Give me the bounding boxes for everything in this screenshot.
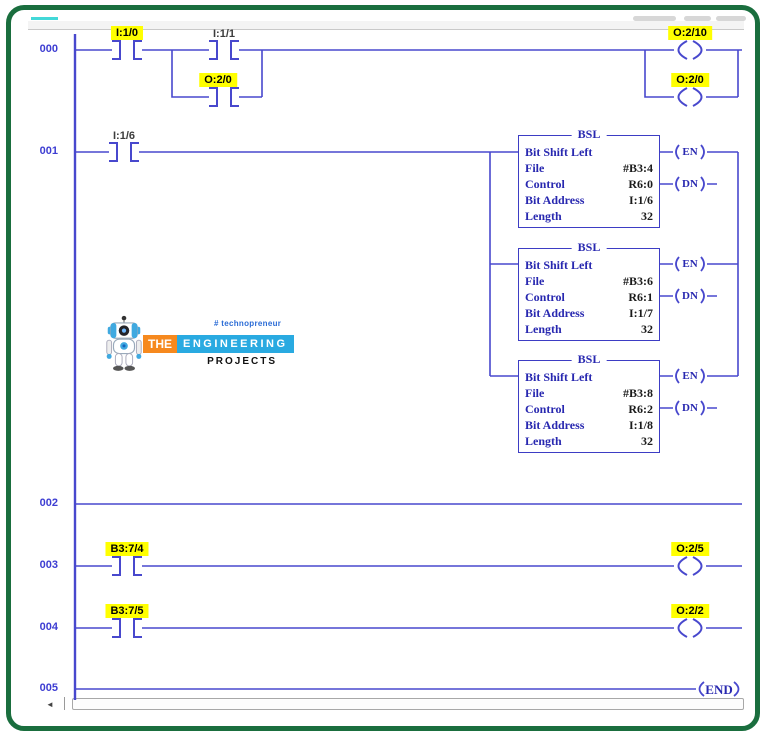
bsl3-bitaddress-value[interactable]: I:1/8 [629, 418, 653, 432]
rung-000-right-branch [644, 50, 739, 98]
bsl1-dn-coil[interactable] [675, 176, 705, 192]
rung-number-001[interactable]: 001 [39, 145, 58, 157]
bsl3-subtitle: Bit Shift Left [525, 370, 593, 384]
rung-number-003[interactable]: 003 [39, 559, 58, 571]
bsl2-title: BSL [571, 240, 607, 254]
bsl3-file-value[interactable]: #B3:8 [623, 386, 653, 400]
address-label-I1-0[interactable]: I:1/0 [110, 26, 144, 40]
bsl1-bitaddress-value[interactable]: I:1/6 [629, 193, 653, 207]
bsl1-file-value[interactable]: #B3:4 [623, 161, 653, 175]
bsl2-bitaddress-label: Bit Address [525, 306, 585, 320]
bsl-instruction-3[interactable]: BSL Bit Shift Left File #B3:8 Control R6:2… [518, 352, 660, 453]
logo-the-badge: THE [143, 335, 177, 353]
bsl2-dn-coil[interactable] [675, 288, 705, 304]
bsl2-file-value[interactable]: #B3:6 [623, 274, 653, 288]
bsl1-rows: Bit Shift Left File #B3:4 Control R6:0 Bit… [525, 144, 653, 224]
rung-000-left-branch [171, 50, 263, 98]
bsl3-control-label: Control [525, 402, 565, 416]
bsl1-length-label: Length [525, 209, 562, 223]
address-label-O2-0-coil[interactable]: O:2/0 [671, 73, 709, 87]
scrollbar-divider [64, 697, 65, 710]
bsl2-length-label: Length [525, 322, 562, 336]
bsl2-file-label: File [525, 274, 545, 288]
robot-mascot-icon [106, 315, 142, 371]
bsl-instruction-1[interactable]: BSL Bit Shift Left File #B3:4 Control R6:0… [518, 127, 660, 228]
address-label-O2-0-contact[interactable]: O:2/0 [199, 73, 237, 87]
engineering-projects-logo: # technopreneur THE ENGINEERING PROJECTS [100, 312, 294, 374]
top-scroll-strip[interactable] [28, 21, 744, 30]
bsl3-dn-label: DN [682, 402, 698, 414]
logo-engineering-badge: ENGINEERING [177, 335, 294, 353]
scroll-left-icon[interactable]: ◄ [46, 700, 54, 709]
bsl2-control-label: Control [525, 290, 565, 304]
bsl2-endn-wires [660, 263, 738, 297]
bsl2-length-value[interactable]: 32 [641, 322, 653, 336]
contact-B37-5[interactable] [112, 618, 142, 638]
bsl1-subtitle: Bit Shift Left [525, 145, 593, 159]
contact-I1-1[interactable] [209, 40, 239, 60]
coil-O2-0[interactable] [677, 87, 703, 107]
address-label-O2-5[interactable]: O:2/5 [671, 542, 709, 556]
bsl3-length-value[interactable]: 32 [641, 434, 653, 448]
bsl2-en-coil[interactable] [675, 256, 705, 272]
bsl3-length-label: Length [525, 434, 562, 448]
bsl1-dn-label: DN [682, 178, 698, 190]
bsl1-file-label: File [525, 161, 545, 175]
horizontal-scrollbar[interactable] [72, 698, 744, 710]
rung-number-000[interactable]: 000 [39, 43, 58, 55]
address-label-O2-2[interactable]: O:2/2 [671, 604, 709, 618]
rung-number-005[interactable]: 005 [39, 682, 58, 694]
bsl2-bitaddress-value[interactable]: I:1/7 [629, 306, 653, 320]
top-gray-bar [633, 16, 676, 21]
address-label-B37-5[interactable]: B3:7/5 [105, 604, 149, 618]
top-gray-bar [684, 16, 711, 21]
bsl1-bitaddress-label: Bit Address [525, 193, 585, 207]
bsl3-rows: Bit Shift Left File #B3:8 Control R6:2 Bit… [525, 369, 653, 449]
contact-I1-6[interactable] [109, 142, 139, 162]
contact-B37-4[interactable] [112, 556, 142, 576]
address-label-O2-10[interactable]: O:2/10 [668, 26, 712, 40]
rung-number-002[interactable]: 002 [39, 497, 58, 509]
contact-I1-0[interactable] [112, 40, 142, 60]
end-coil[interactable] [698, 681, 740, 697]
bsl1-en-label: EN [682, 146, 698, 158]
address-label-I1-1[interactable]: I:1/1 [212, 28, 236, 40]
coil-O2-5[interactable] [677, 556, 703, 576]
bsl3-en-coil[interactable] [675, 368, 705, 384]
bsl1-title: BSL [571, 127, 607, 141]
coil-O2-2[interactable] [677, 618, 703, 638]
bsl3-dn-coil[interactable] [675, 400, 705, 416]
address-label-B37-4[interactable]: B3:7/4 [105, 542, 149, 556]
cyan-indicator [31, 17, 58, 20]
bsl3-title: BSL [571, 352, 607, 366]
coil-O2-10[interactable] [677, 40, 703, 60]
bsl3-control-value[interactable]: R6:2 [628, 402, 653, 416]
top-gray-bar [716, 16, 746, 21]
bsl3-en-label: EN [682, 370, 698, 382]
bsl3-file-label: File [525, 386, 545, 400]
end-label: END [705, 682, 733, 697]
bsl2-rows: Bit Shift Left File #B3:6 Control R6:1 Bit… [525, 257, 653, 337]
rung-001-branch-left [489, 152, 518, 377]
bsl2-dn-label: DN [682, 290, 698, 302]
bsl2-control-value[interactable]: R6:1 [628, 290, 653, 304]
bsl2-en-label: EN [682, 258, 698, 270]
rung-number-004[interactable]: 004 [39, 621, 58, 633]
bsl1-endn-wires [660, 151, 738, 185]
contact-O2-0[interactable] [209, 87, 239, 107]
bsl1-control-value[interactable]: R6:0 [628, 177, 653, 191]
bsl-instruction-2[interactable]: BSL Bit Shift Left File #B3:6 Control R6:1… [518, 240, 660, 341]
bsl2-subtitle: Bit Shift Left [525, 258, 593, 272]
bsl3-bitaddress-label: Bit Address [525, 418, 585, 432]
logo-hashtag-text: # technopreneur [214, 319, 282, 328]
address-label-I1-6[interactable]: I:1/6 [112, 130, 136, 142]
bsl1-en-coil[interactable] [675, 144, 705, 160]
logo-badges: THE ENGINEERING [143, 335, 294, 353]
bsl3-endn-wires [660, 375, 738, 409]
bsl1-length-value[interactable]: 32 [641, 209, 653, 223]
logo-projects-text: PROJECTS [207, 356, 277, 367]
bsl1-control-label: Control [525, 177, 565, 191]
